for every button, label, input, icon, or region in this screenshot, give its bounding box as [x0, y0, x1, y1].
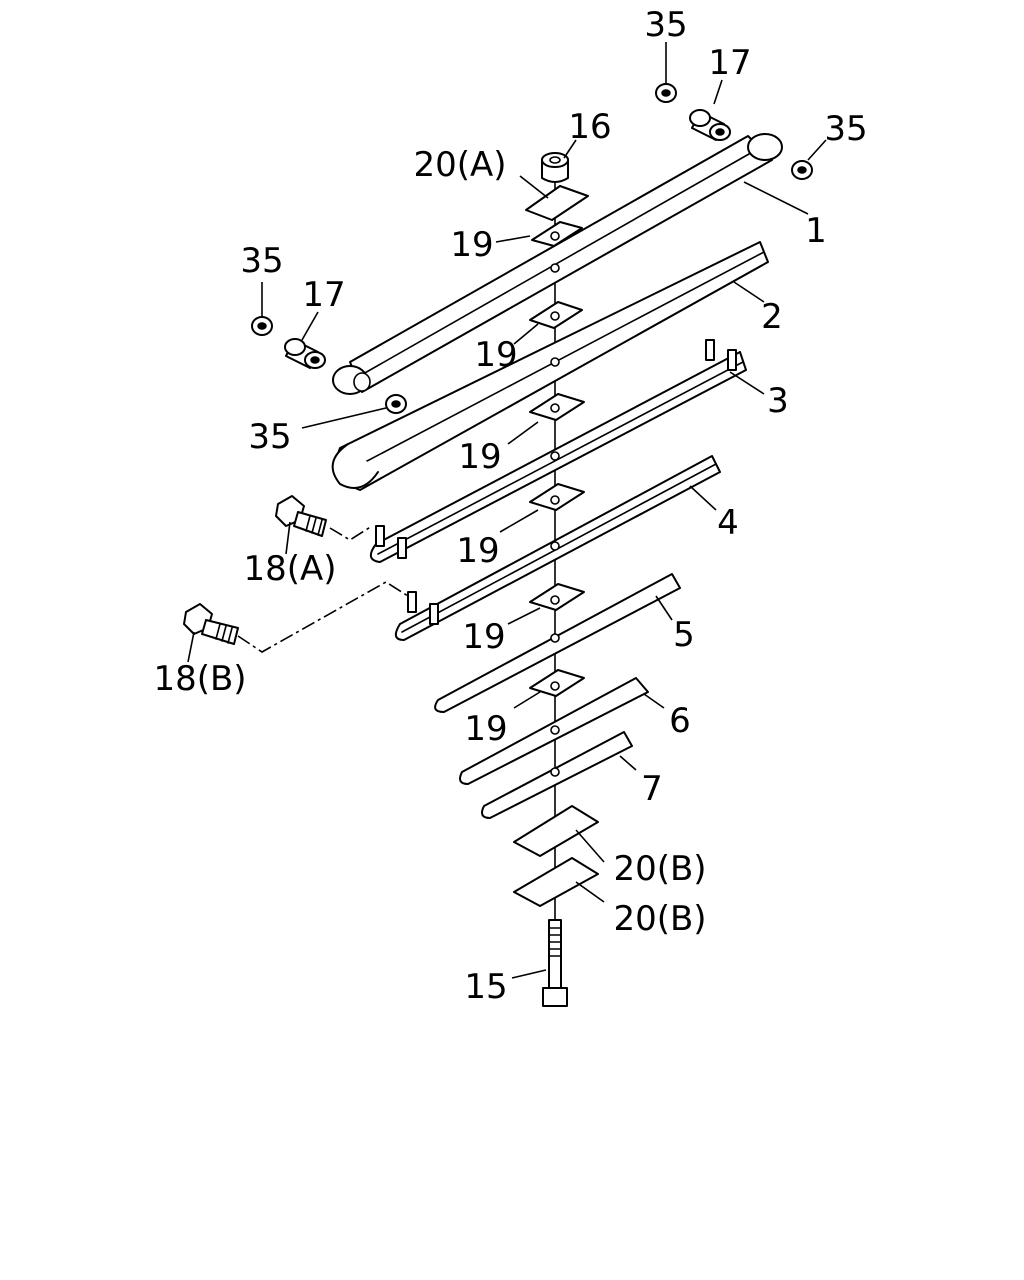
callout-6: 6	[669, 701, 691, 741]
plate-20b-upper	[513, 805, 599, 857]
callout-17-left: 17	[302, 275, 345, 315]
bolt-15	[542, 919, 568, 1007]
callout-35-top: 35	[644, 5, 687, 45]
bushing-17-left	[284, 338, 326, 369]
callout-19-f: 19	[464, 709, 507, 749]
callout-16: 16	[568, 107, 611, 147]
callout-18b: 18(B)	[153, 659, 246, 699]
plate-20a	[525, 185, 589, 221]
callout-17-right: 17	[708, 43, 751, 83]
washer-35-right	[791, 160, 813, 180]
bolt-18b	[183, 603, 239, 645]
leader-lines	[187, 42, 827, 979]
callout-19-c: 19	[458, 437, 501, 477]
washer-35-lower	[385, 394, 407, 414]
callout-19-d: 19	[456, 531, 499, 571]
callout-20b-upper: 20(B)	[613, 849, 706, 889]
bolt-18a	[275, 495, 327, 537]
washer-35-left	[251, 316, 273, 336]
plate-20b-lower	[513, 857, 599, 907]
callout-20b-lower: 20(B)	[613, 899, 706, 939]
assembly-line-18b	[237, 581, 409, 653]
assembly-line-18a	[329, 525, 373, 541]
callout-35-lower: 35	[248, 417, 291, 457]
callout-35-left: 35	[240, 241, 283, 281]
callout-18a: 18(A)	[243, 549, 336, 589]
washer-35-top	[655, 83, 677, 103]
nut-16	[541, 152, 569, 183]
callout-20a: 20(A)	[413, 145, 506, 185]
callout-35-right: 35	[824, 109, 867, 149]
callout-15: 15	[464, 967, 507, 1007]
callout-19-e: 19	[462, 617, 505, 657]
callout-7: 7	[641, 769, 663, 809]
callout-2: 2	[761, 297, 783, 337]
callout-5: 5	[673, 615, 695, 655]
callout-19-b: 19	[474, 335, 517, 375]
leaf-5	[434, 573, 681, 713]
bushing-17-right	[689, 109, 731, 141]
callout-1: 1	[805, 211, 827, 251]
callout-4: 4	[717, 503, 739, 543]
leaf-1	[332, 133, 783, 395]
callout-19-a: 19	[450, 225, 493, 265]
callout-3: 3	[767, 381, 789, 421]
